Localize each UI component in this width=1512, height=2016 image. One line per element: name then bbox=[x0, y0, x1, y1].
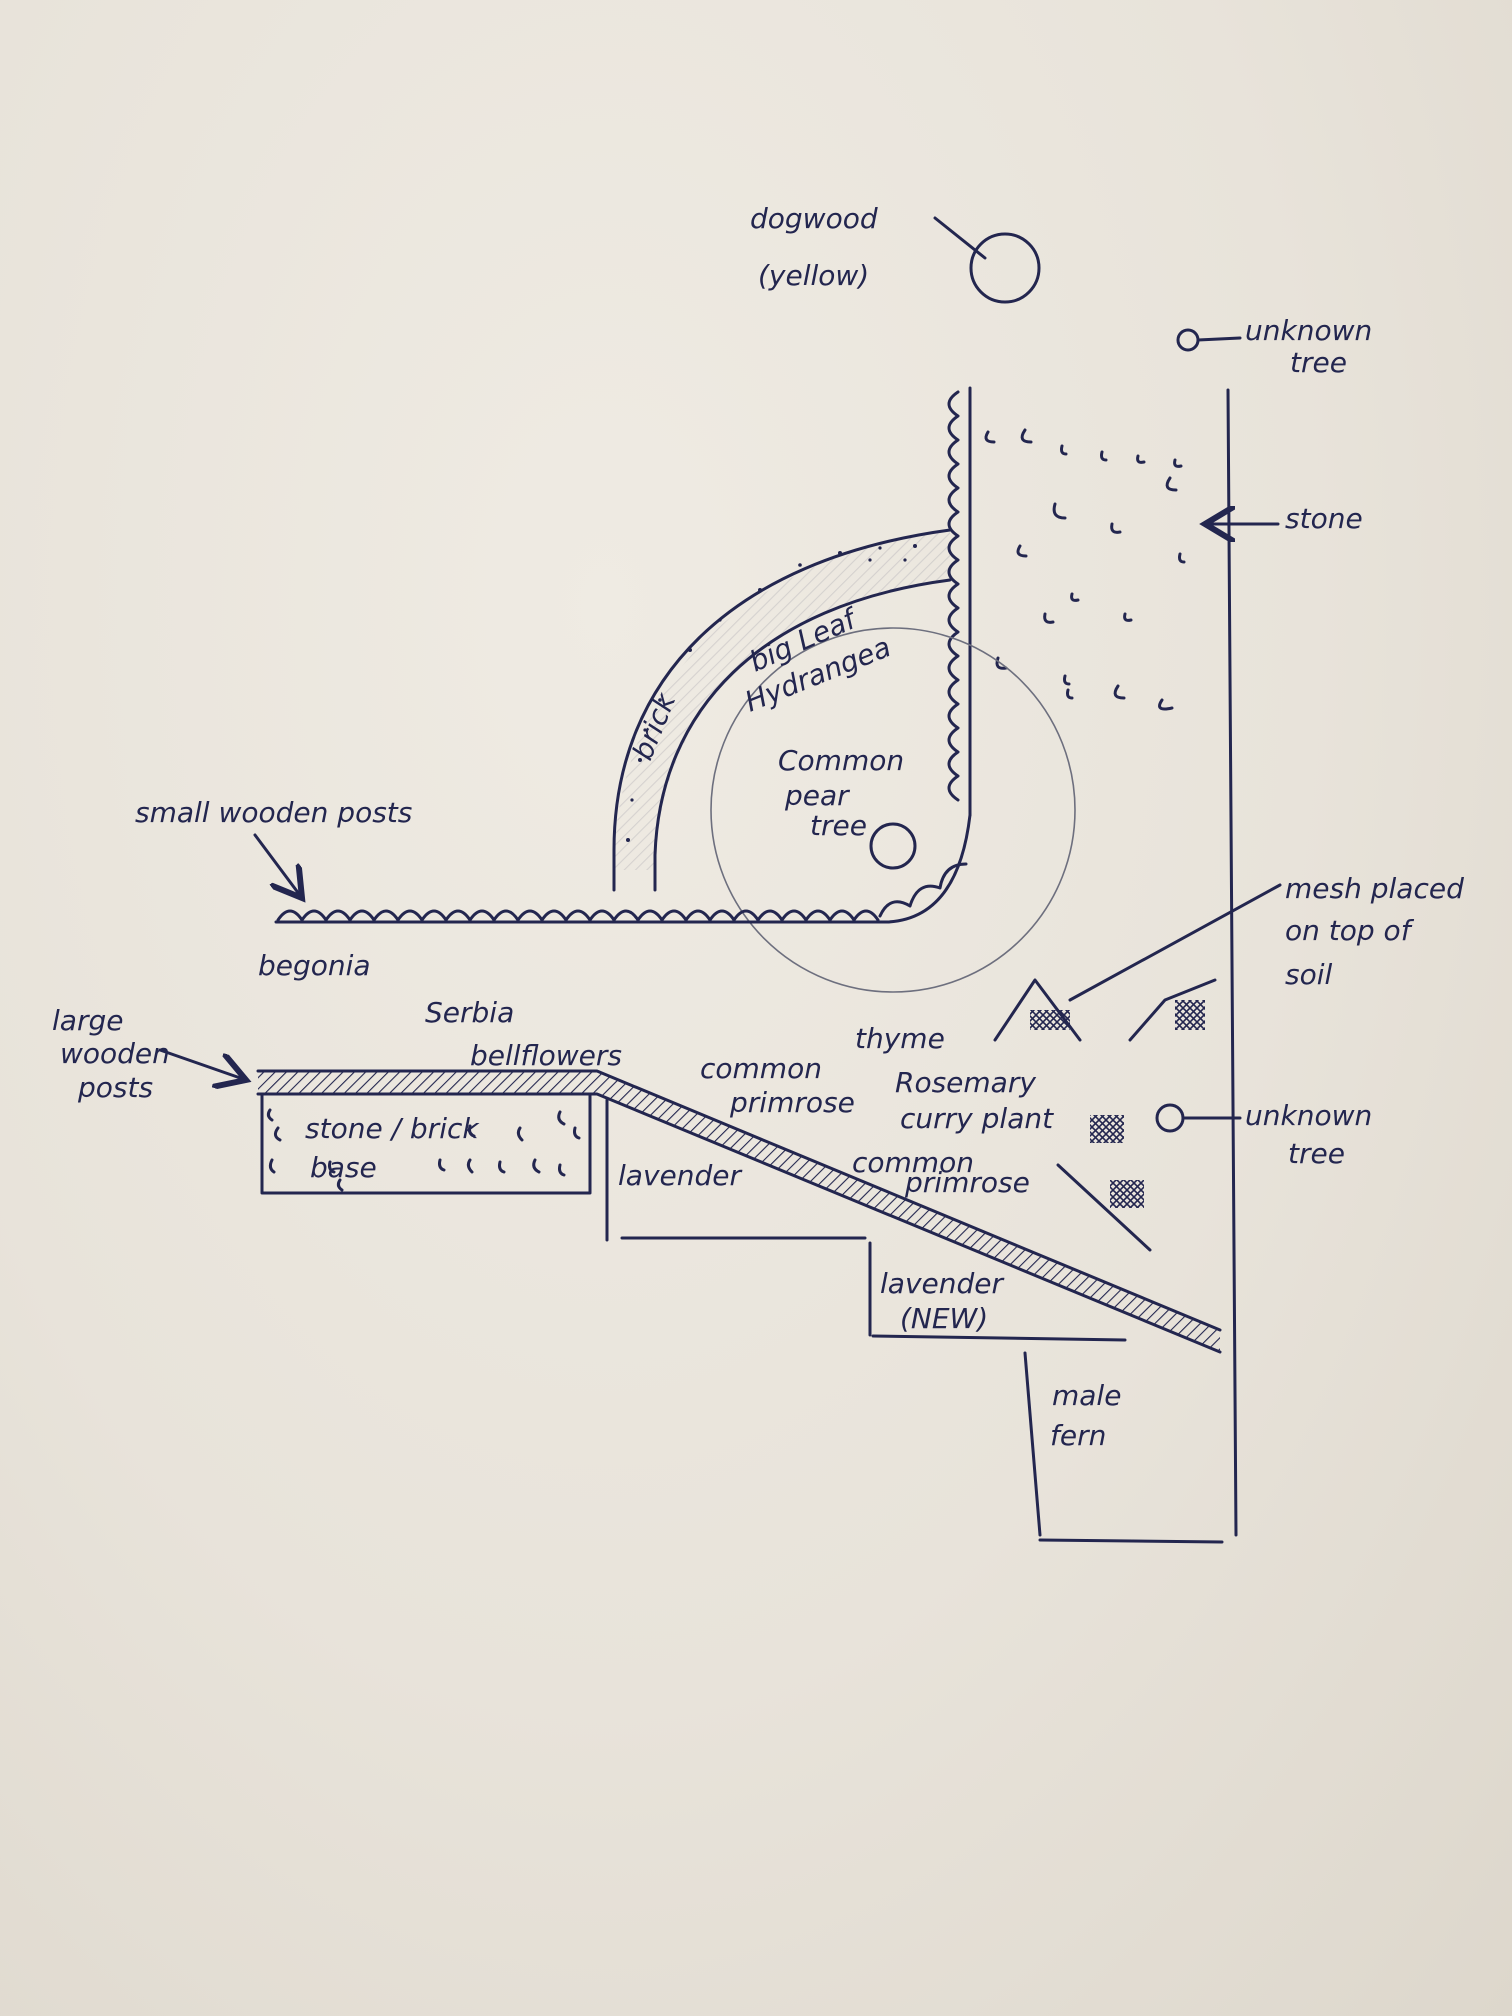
label-thyme: thyme bbox=[855, 1022, 945, 1055]
label-pear-2: pear bbox=[784, 779, 850, 812]
label-stone-brick: stone / brick bbox=[305, 1112, 480, 1145]
label-unknown-tree-top: unknown bbox=[1245, 314, 1372, 347]
label-lavender-new: lavender bbox=[880, 1267, 1004, 1300]
label-lavender-new-2: (NEW) bbox=[900, 1302, 988, 1335]
unknown-tree-mid bbox=[1155, 1103, 1242, 1133]
label-pear-3: tree bbox=[810, 809, 867, 842]
label-mesh-2: on top of bbox=[1285, 914, 1415, 947]
stone-brick-base bbox=[260, 1092, 592, 1195]
label-dogwood-color: (yellow) bbox=[758, 259, 869, 292]
label-fern: male bbox=[1052, 1379, 1121, 1412]
label-dogwood: dogwood bbox=[750, 202, 878, 235]
label-primrose-1b: primrose bbox=[729, 1086, 855, 1119]
small-posts-pointer bbox=[253, 833, 302, 898]
label-pear: Common bbox=[778, 744, 904, 777]
gravel-marks bbox=[984, 428, 1186, 711]
label-primrose-2: common bbox=[852, 1146, 974, 1179]
label-lavender: lavender bbox=[618, 1159, 742, 1192]
label-fern-2: fern bbox=[1050, 1419, 1106, 1452]
label-small-posts: small wooden posts bbox=[135, 796, 412, 829]
lavender-new-bed bbox=[868, 1241, 1127, 1342]
label-bellflowers: bellflowers bbox=[470, 1039, 622, 1072]
label-large-posts: large bbox=[52, 1004, 123, 1037]
scalloped-border-vertical bbox=[947, 386, 972, 817]
label-unknown-tree-mid: unknown bbox=[1245, 1099, 1372, 1132]
label-serbia: Serbia bbox=[425, 996, 514, 1029]
label-rosemary: Rosemary bbox=[895, 1066, 1036, 1099]
dogwood-tree bbox=[933, 216, 1041, 304]
fence-line bbox=[1226, 388, 1238, 1537]
lavender-bed bbox=[605, 1098, 867, 1242]
large-wooden-posts bbox=[158, 1048, 1222, 1354]
label-stone-brick-2: base bbox=[310, 1151, 377, 1184]
label-primrose-1: common bbox=[700, 1052, 822, 1085]
male-fern-bed bbox=[1023, 1351, 1224, 1544]
scalloped-border-horizontal bbox=[274, 813, 972, 924]
unknown-tree-top bbox=[1176, 328, 1242, 352]
label-mesh: mesh placed bbox=[1285, 872, 1464, 905]
label-primrose-2b: primrose bbox=[904, 1166, 1030, 1199]
label-large-posts-3: posts bbox=[77, 1071, 153, 1104]
label-unknown-tree-mid-2: tree bbox=[1288, 1137, 1345, 1170]
label-curry: curry plant bbox=[900, 1102, 1054, 1135]
label-mesh-3: soil bbox=[1285, 958, 1332, 991]
label-large-posts-2: wooden bbox=[60, 1037, 170, 1070]
label-unknown-tree-top-2: tree bbox=[1290, 346, 1347, 379]
label-stone: stone bbox=[1285, 502, 1363, 535]
label-begonia: begonia bbox=[258, 949, 371, 982]
brick-arc bbox=[612, 528, 952, 892]
pear-tree bbox=[710, 627, 1076, 993]
mesh-pointers bbox=[993, 883, 1282, 1252]
